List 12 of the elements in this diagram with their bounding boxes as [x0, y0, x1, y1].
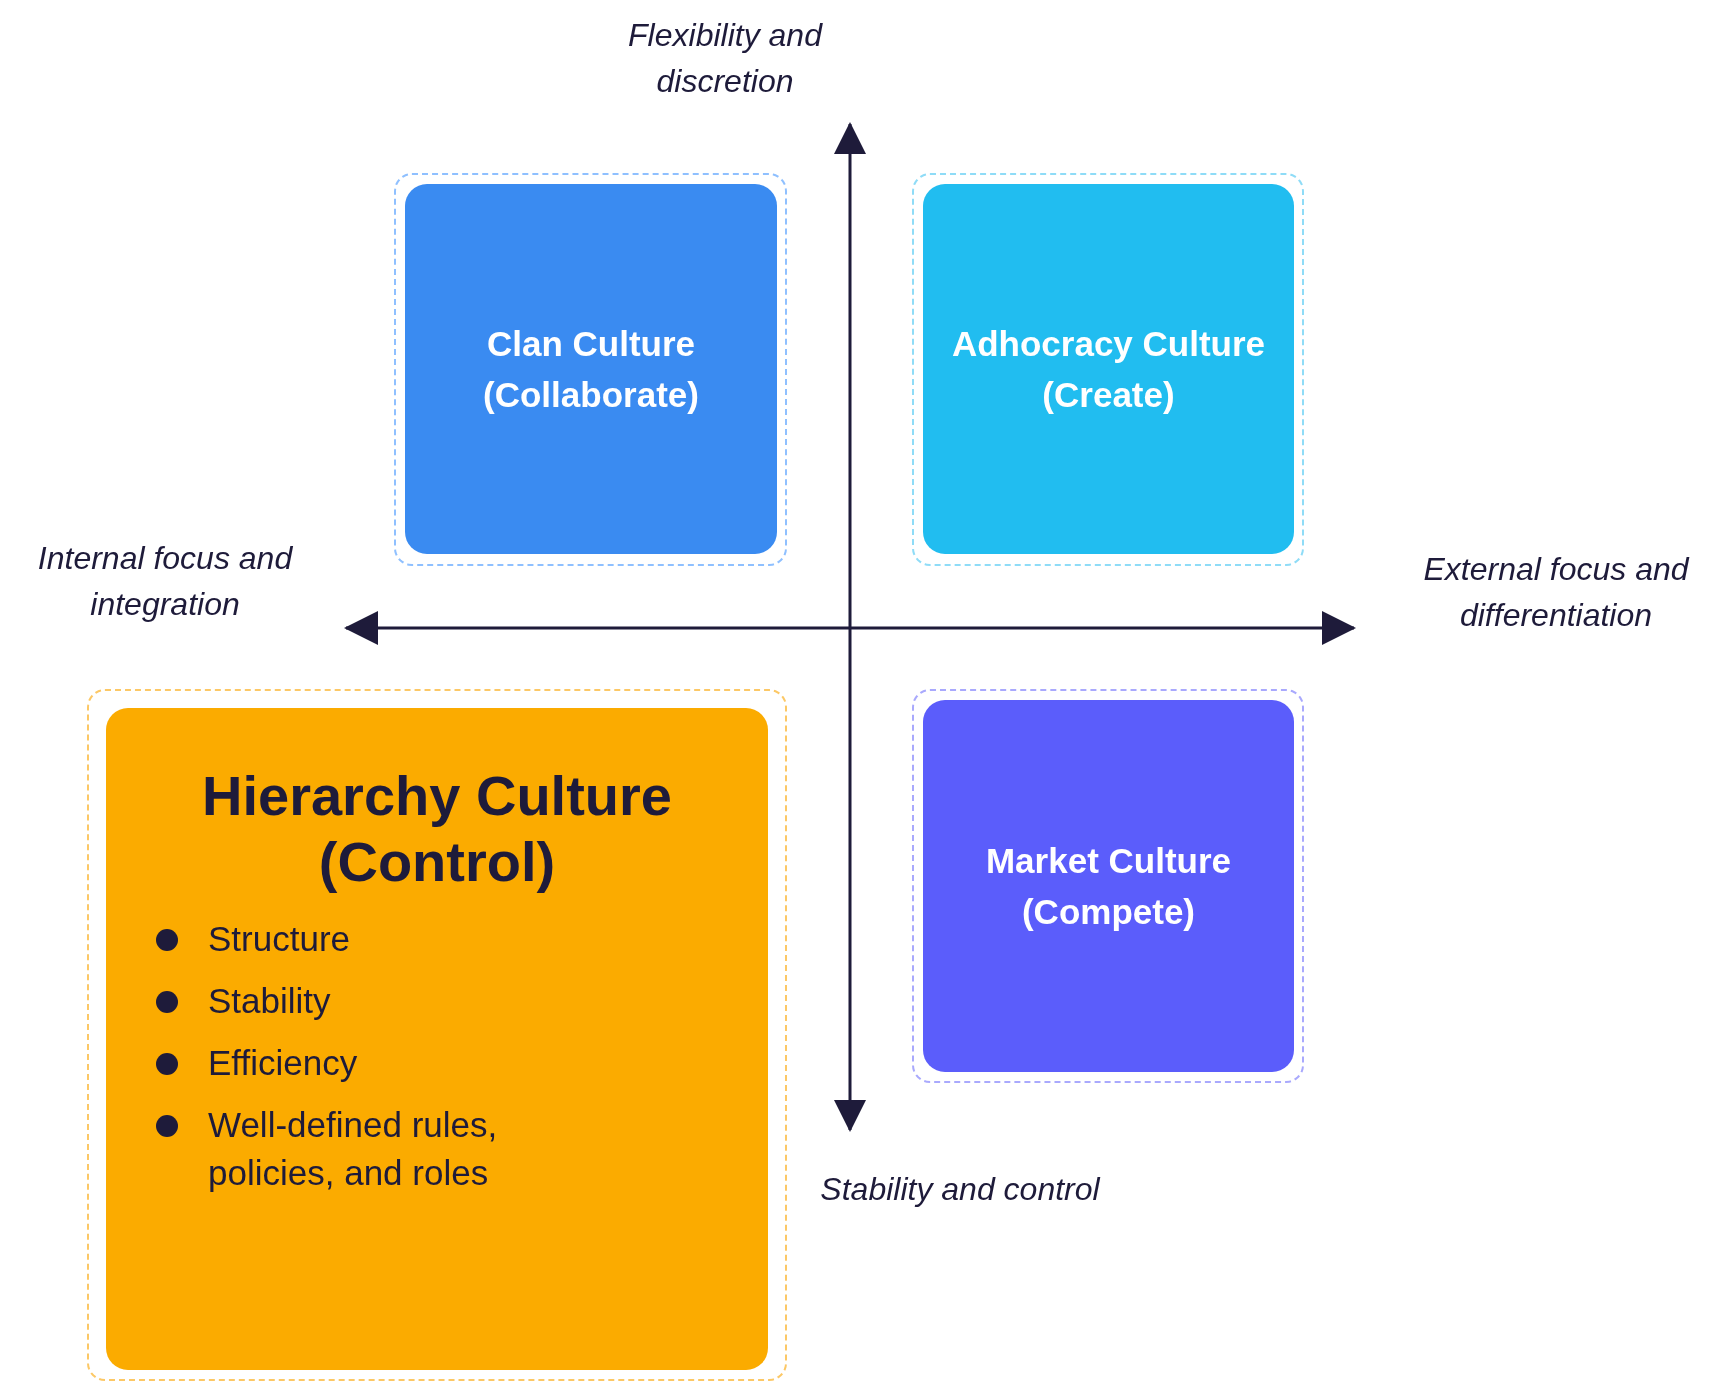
- box-title: Adhocracy Culture (Create): [950, 323, 1267, 416]
- bullet-text: Stability: [208, 980, 332, 1022]
- axis-label: Flexibility and discretion: [627, 16, 824, 101]
- axis-label: Stability and control: [820, 1170, 1100, 1209]
- bullet-text: Well-defined rules, policies, and roles: [208, 1104, 499, 1194]
- bullet-text: Structure: [208, 918, 351, 960]
- box-heading: Hierarchy Culture (Control): [201, 763, 673, 895]
- axis-label: External focus and differentiation: [1422, 550, 1691, 635]
- box-title: Clan Culture (Collaborate): [482, 323, 700, 416]
- bullet-text: Efficiency: [208, 1042, 359, 1084]
- axis-label: Internal focus and integration: [36, 539, 294, 624]
- box-title: Market Culture (Compete): [984, 840, 1233, 933]
